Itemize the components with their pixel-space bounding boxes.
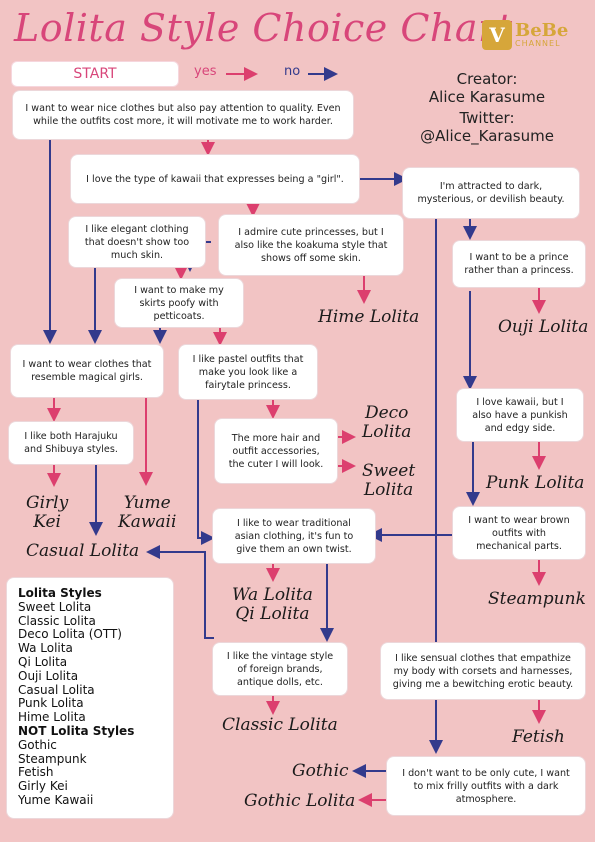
question-elegant: I like elegant clothing that doesn't sho… [72, 220, 202, 264]
not-lolita-styles-heading: NOT Lolita Styles [18, 723, 135, 738]
result-yume-line2: Kawaii [118, 512, 177, 532]
twitter-label: Twitter: [459, 109, 515, 127]
result-hime-lolita: Hime Lolita [318, 307, 420, 327]
result-wa-lolita: Wa Lolita [232, 585, 313, 605]
result-girly-kei: Girly Kei [26, 494, 68, 532]
question-sensual: I like sensual clothes that empathize my… [384, 646, 582, 696]
twitter-handle: @Alice_Karasume [420, 127, 554, 145]
lolita-styles-heading: Lolita Styles [18, 586, 102, 600]
question-asian: I like to wear traditional asian clothin… [216, 512, 372, 560]
legend-yes-label: yes [194, 64, 217, 79]
result-girly-line1: Girly [26, 493, 69, 513]
result-gothic: Gothic [292, 761, 349, 781]
styles-list-panel: Lolita Styles Sweet Lolita Classic Lolit… [10, 581, 170, 815]
question-poofy: I want to make my skirts poofy with pett… [118, 282, 240, 324]
question-kawaii-girl: I love the type of kawaii that expresses… [74, 158, 356, 200]
result-deco-line2: Lolita [362, 422, 412, 442]
question-vintage: I like the vintage style of foreign bran… [216, 646, 344, 692]
result-qi-lolita: Qi Lolita [235, 604, 310, 624]
result-deco-lolita: Deco Lolita [362, 404, 411, 442]
question-hair: The more hair and outfit accessories, th… [218, 422, 334, 480]
bebe-logo-icon: V [482, 20, 512, 50]
question-magical: I want to wear clothes that resemble mag… [14, 348, 160, 394]
not-lolita-style-item: Girly Kei [18, 779, 68, 794]
logo-text: BeBe CHANNEL [515, 22, 568, 48]
result-sweet-line2: Lolita [363, 480, 414, 500]
lolita-style-item: Wa Lolita [18, 641, 73, 656]
question-pastel: I like pastel outfits that make you look… [182, 348, 314, 396]
result-fetish: Fetish [512, 727, 565, 747]
lolita-style-item: Punk Lolita [18, 696, 84, 711]
legend-no-label: no [284, 64, 301, 79]
result-punk-lolita: Punk Lolita [486, 473, 585, 493]
not-lolita-style-item: Yume Kawaii [18, 792, 94, 807]
start-label: START [14, 64, 176, 84]
result-yume-kawaii: Yume Kawaii [118, 494, 176, 532]
result-casual-lolita: Casual Lolita [26, 541, 140, 561]
lolita-style-item: Sweet Lolita [18, 599, 92, 614]
result-deco-line1: Deco [364, 403, 409, 423]
bebe-channel-logo: V BeBe CHANNEL [482, 20, 568, 50]
result-sweet-line1: Sweet [362, 461, 416, 481]
creator-name: Alice Karasume [428, 88, 546, 106]
question-quality: I want to wear nice clothes but also pay… [16, 94, 350, 136]
result-ouji-lolita: Ouji Lolita [498, 317, 589, 337]
page-title: Lolita Style Choice Chart [14, 6, 513, 50]
lolita-style-item: Ouji Lolita [18, 668, 79, 683]
creator-info: Creator: Alice Karasume Twitter: @Alice_… [412, 70, 562, 145]
result-classic-lolita: Classic Lolita [222, 715, 338, 735]
lolita-style-item: Hime Lolita [18, 710, 86, 725]
result-gothic-lolita: Gothic Lolita [244, 791, 356, 811]
question-frilly: I don't want to be only cute, I want to … [390, 760, 582, 812]
question-punkish: I love kawaii, but I also have a punkish… [460, 392, 580, 438]
question-prince: I want to be a prince rather than a prin… [456, 244, 582, 284]
lolita-style-item: Classic Lolita [18, 613, 96, 628]
logo-name: BeBe [515, 20, 569, 41]
result-sweet-lolita: Sweet Lolita [362, 462, 415, 500]
lolita-style-item: Deco Lolita (OTT) [18, 627, 122, 642]
question-dark: I'm attracted to dark, mysterious, or de… [406, 171, 576, 215]
result-girly-line2: Kei [33, 512, 61, 532]
result-steampunk: Steampunk [488, 589, 586, 609]
not-lolita-style-item: Steampunk [18, 751, 87, 766]
lolita-style-item: Qi Lolita [18, 654, 68, 669]
not-lolita-style-item: Gothic [18, 737, 57, 752]
question-princess: I admire cute princesses, but I also lik… [222, 218, 400, 272]
logo-sub: CHANNEL [515, 39, 561, 48]
lolita-style-item: Casual Lolita [18, 682, 95, 697]
result-yume-line1: Yume [123, 493, 171, 513]
not-lolita-style-item: Fetish [18, 765, 54, 780]
question-harajuku: I like both Harajuku and Shibuya styles. [12, 425, 130, 461]
result-wa-qi-lolita: Wa Lolita Qi Lolita [232, 586, 313, 624]
question-brown: I want to wear brown outfits with mechan… [456, 510, 582, 556]
creator-label: Creator: [456, 70, 518, 88]
